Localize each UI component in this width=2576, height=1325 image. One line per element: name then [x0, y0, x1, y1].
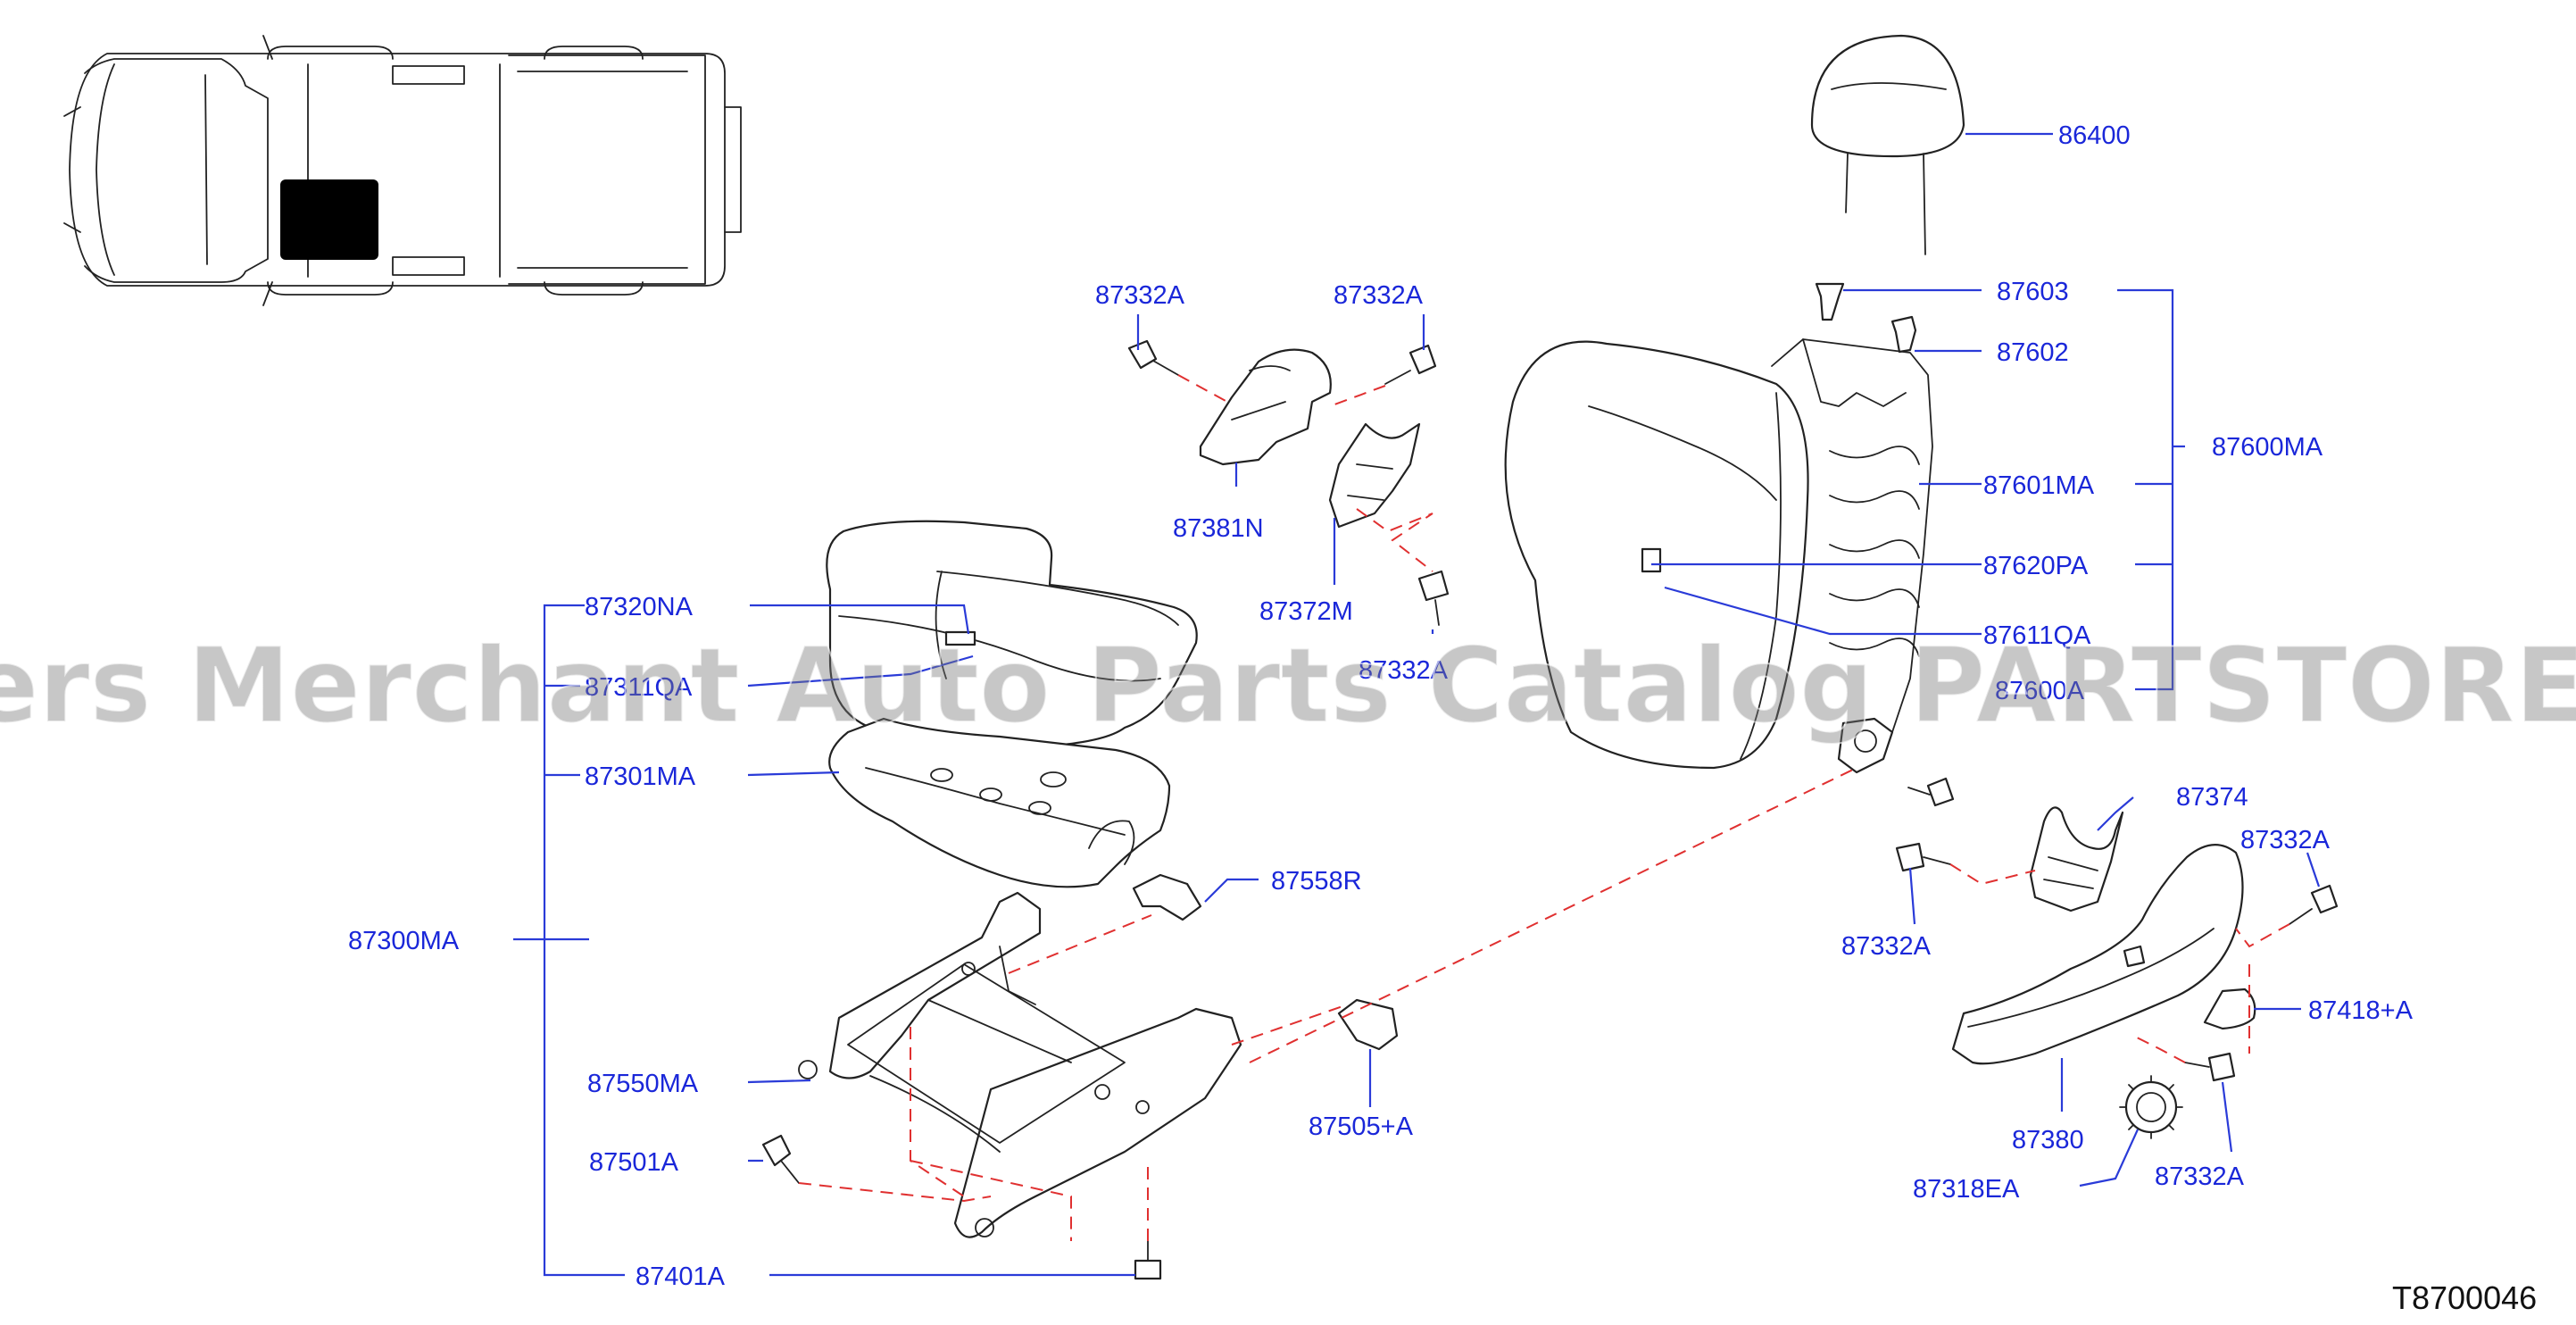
side-finisher-87380 [1951, 844, 2244, 1065]
seat-back-pad [1504, 340, 1809, 770]
slide-adjuster [798, 891, 1242, 1238]
finisher-87374 [2029, 806, 2124, 912]
bolt-right-top-icon [2289, 884, 2339, 925]
part-labels: 86400 87603 87602 87600MA 87601MA 87620P… [348, 121, 2414, 1291]
label-87374[interactable]: 87374 [2176, 783, 2248, 812]
watermark-text: Offers Merchant Auto Parts Catalog PARTS… [0, 626, 2576, 746]
label-87558r[interactable]: 87558R [1271, 867, 1362, 896]
label-87381n[interactable]: 87381N [1173, 514, 1264, 543]
bracket-87505a [1337, 998, 1399, 1051]
leader-lines [513, 132, 2321, 1277]
label-87332a-right-left[interactable]: 87332A [1841, 932, 1932, 961]
bolt-back-icon [1907, 777, 1955, 807]
label-87332a-right-top[interactable]: 87332A [2240, 826, 2331, 854]
label-87332a-right-bottom[interactable]: 87332A [2155, 1162, 2245, 1191]
bolt-top-right-icon [1384, 344, 1437, 385]
label-87318ea[interactable]: 87318EA [1913, 1175, 2020, 1204]
label-86400[interactable]: 86400 [2058, 121, 2131, 150]
gear-87318ea-icon [2119, 1075, 2183, 1139]
bolt-top-left-icon [1127, 339, 1179, 376]
label-87301ma[interactable]: 87301MA [585, 762, 696, 791]
vehicle-locator-icon [63, 35, 742, 306]
label-87311qa[interactable]: 87311QA [585, 673, 693, 702]
bolt-front-icon [761, 1134, 800, 1184]
label-87600ma[interactable]: 87600MA [2212, 433, 2323, 462]
label-87603[interactable]: 87603 [1997, 278, 2069, 306]
bolt-right-left-icon [1895, 842, 1951, 872]
bolt-bottom-icon [1134, 1240, 1162, 1280]
headrest [1810, 34, 1965, 255]
diagram-code: T8700046 [2392, 1279, 2537, 1316]
bolt-right-bottom-icon [2184, 1052, 2236, 1082]
knob-87418a [2203, 988, 2256, 1030]
finisher-87372m [1328, 422, 1421, 529]
bolt-mid-icon [1417, 570, 1450, 626]
label-87401a[interactable]: 87401A [636, 1262, 726, 1291]
label-87372m[interactable]: 87372M [1259, 597, 1353, 626]
label-87550ma[interactable]: 87550MA [587, 1070, 699, 1098]
label-87332a-top-left[interactable]: 87332A [1095, 281, 1185, 310]
label-87611qa[interactable]: 87611QA [1983, 621, 2091, 650]
label-87620pa[interactable]: 87620PA [1983, 552, 2089, 580]
clip-87602-icon [1890, 315, 1917, 354]
label-87332a-mid[interactable]: 87332A [1359, 656, 1449, 685]
label-87332a-top-right[interactable]: 87332A [1334, 281, 1424, 310]
seat-location-highlight [280, 179, 378, 260]
seat-cushion-frame [828, 717, 1171, 888]
seat-back-frame [1771, 338, 1933, 774]
label-87300ma[interactable]: 87300MA [348, 927, 460, 955]
bracket-87558r [1132, 873, 1202, 921]
label-87602[interactable]: 87602 [1997, 338, 2069, 367]
clip-87603-icon [1815, 282, 1845, 321]
label-87418a[interactable]: 87418+A [2308, 996, 2414, 1025]
finisher-87381n [1199, 348, 1332, 466]
label-87501a[interactable]: 87501A [589, 1148, 679, 1177]
label-87601ma[interactable]: 87601MA [1983, 471, 2095, 500]
label-87505a[interactable]: 87505+A [1309, 1112, 1414, 1141]
label-87320na[interactable]: 87320NA [585, 593, 694, 621]
label-87600a[interactable]: 87600A [1995, 677, 2085, 705]
assembly-dashed-lines [798, 374, 2290, 1241]
label-87380[interactable]: 87380 [2012, 1126, 2084, 1154]
